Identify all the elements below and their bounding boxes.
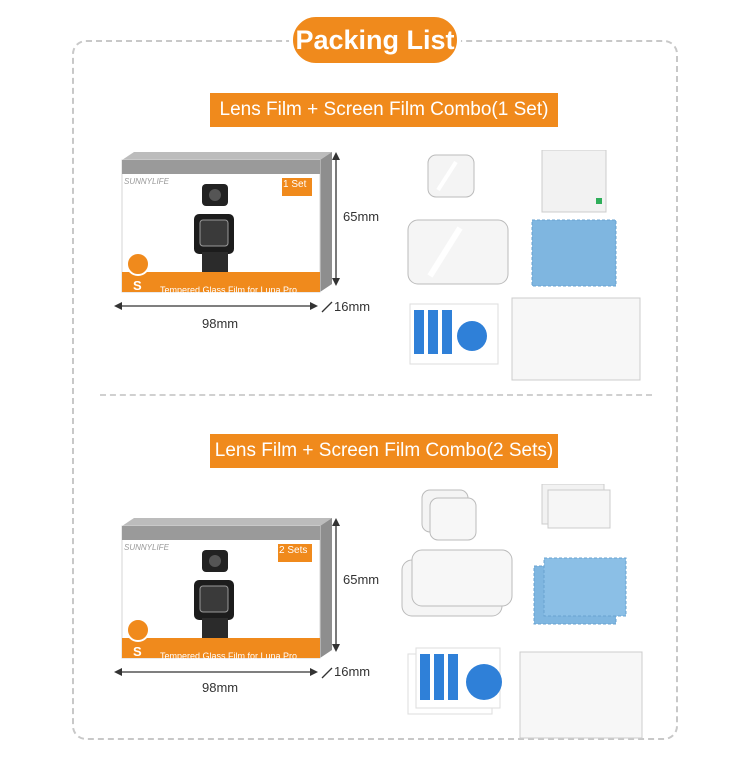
height-dimension: 65mm <box>343 209 380 224</box>
section-2: Lens Film + Screen Film Combo(2 Sets) SU… <box>0 420 750 760</box>
width-dimension: 98mm <box>202 316 239 331</box>
product-box-1 <box>121 152 332 293</box>
logo-letter: S <box>133 278 142 293</box>
set-badge: 1 Set <box>283 179 307 190</box>
height-dimension: 65mm <box>343 572 380 587</box>
brand-text: SUNNYLIFE <box>124 543 169 552</box>
section-1: Lens Film + Screen Film Combo(1 Set) SUN… <box>0 80 750 420</box>
accessories-2 <box>401 484 643 739</box>
accessories-1 <box>407 150 641 381</box>
brand-text: SUNNYLIFE <box>124 177 169 186</box>
product-name: Tempered Glass Film for Luna Pro <box>160 285 298 295</box>
depth-dimension: 16mm <box>334 299 371 314</box>
logo-letter: S <box>133 644 142 659</box>
section-divider <box>100 394 652 396</box>
product-name: Tempered Glass Film for Luna Pro <box>160 651 298 661</box>
section-label-1: Lens Film + Screen Film Combo(1 Set) <box>210 93 558 127</box>
dimension-lines-2 <box>114 518 340 679</box>
section-label-2: Lens Film + Screen Film Combo(2 Sets) <box>210 434 558 468</box>
set-badge: 2 Sets <box>279 545 308 556</box>
product-box-2 <box>121 518 332 659</box>
dimension-lines-1 <box>114 152 340 313</box>
width-dimension: 98mm <box>202 680 239 695</box>
page-title: Packing List <box>289 13 461 67</box>
depth-dimension: 16mm <box>334 664 371 679</box>
